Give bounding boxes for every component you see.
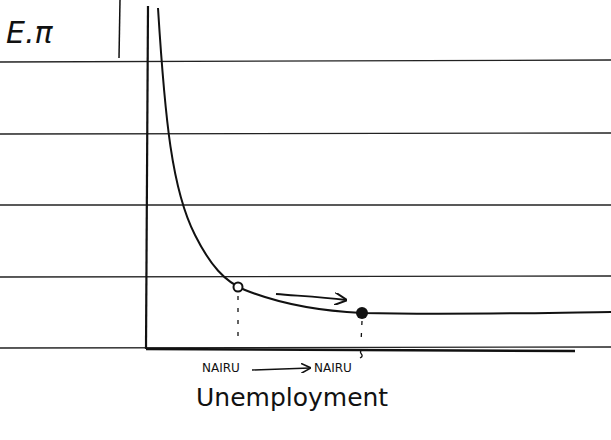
- ruled-lines: [0, 60, 611, 348]
- axis-marker: NAIRU: [312, 362, 354, 375]
- phillips-curve: [158, 8, 611, 314]
- y-axis: [146, 6, 148, 349]
- squiggle: [360, 350, 362, 358]
- initial-point: [234, 283, 243, 292]
- axis-label: E.π: [4, 16, 55, 49]
- axis-label: Unemployment: [194, 384, 390, 412]
- new-point: [356, 307, 368, 319]
- margin-mark: [119, 0, 120, 58]
- drop-line: [361, 321, 362, 343]
- axis-marker: NAIRU: [200, 362, 242, 375]
- label-arrow: [252, 368, 310, 370]
- drop-line: [237, 296, 238, 340]
- shift-arrow: [276, 294, 346, 300]
